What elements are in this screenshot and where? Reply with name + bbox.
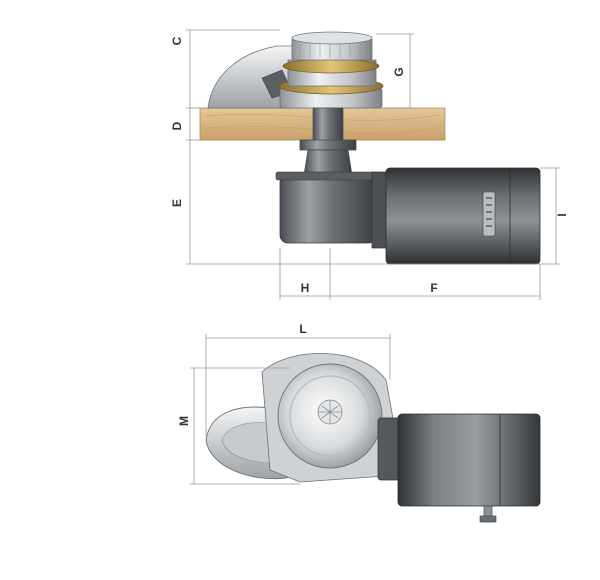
gearbox-neck [303,149,353,176]
gearbox-body [279,174,377,244]
dim-label-c: C [170,36,184,45]
drum-center-teeth [318,400,342,424]
motor-label-marks [486,197,492,227]
motor-body-top [397,413,541,507]
top-view [205,353,541,523]
gearbox-flange [275,171,381,181]
dim-label-l: L [299,322,306,336]
side-view [199,31,541,265]
side-view-dimensions [186,29,560,300]
capstan-top [291,31,373,45]
motor-body [385,167,541,265]
capstan-ridges [299,44,361,58]
drive-shaft [312,107,344,143]
dim-label-f: F [430,281,437,295]
dim-label-h: H [301,281,310,295]
dim-label-m: M [177,416,191,426]
shaft-collar [299,139,357,151]
dimension-labels: C D E G H F I L M [170,36,569,426]
dim-label-e: E [170,199,184,207]
dim-label-d: D [170,121,184,130]
dim-label-i: I [555,213,569,216]
gypsy-ring-upper [282,58,380,74]
gypsy-drum-rim [289,375,371,457]
dim-label-g: G [392,67,406,76]
motor-label-plate [482,191,496,237]
top-view-dimensions [190,334,391,485]
terminal-nut [479,515,497,523]
